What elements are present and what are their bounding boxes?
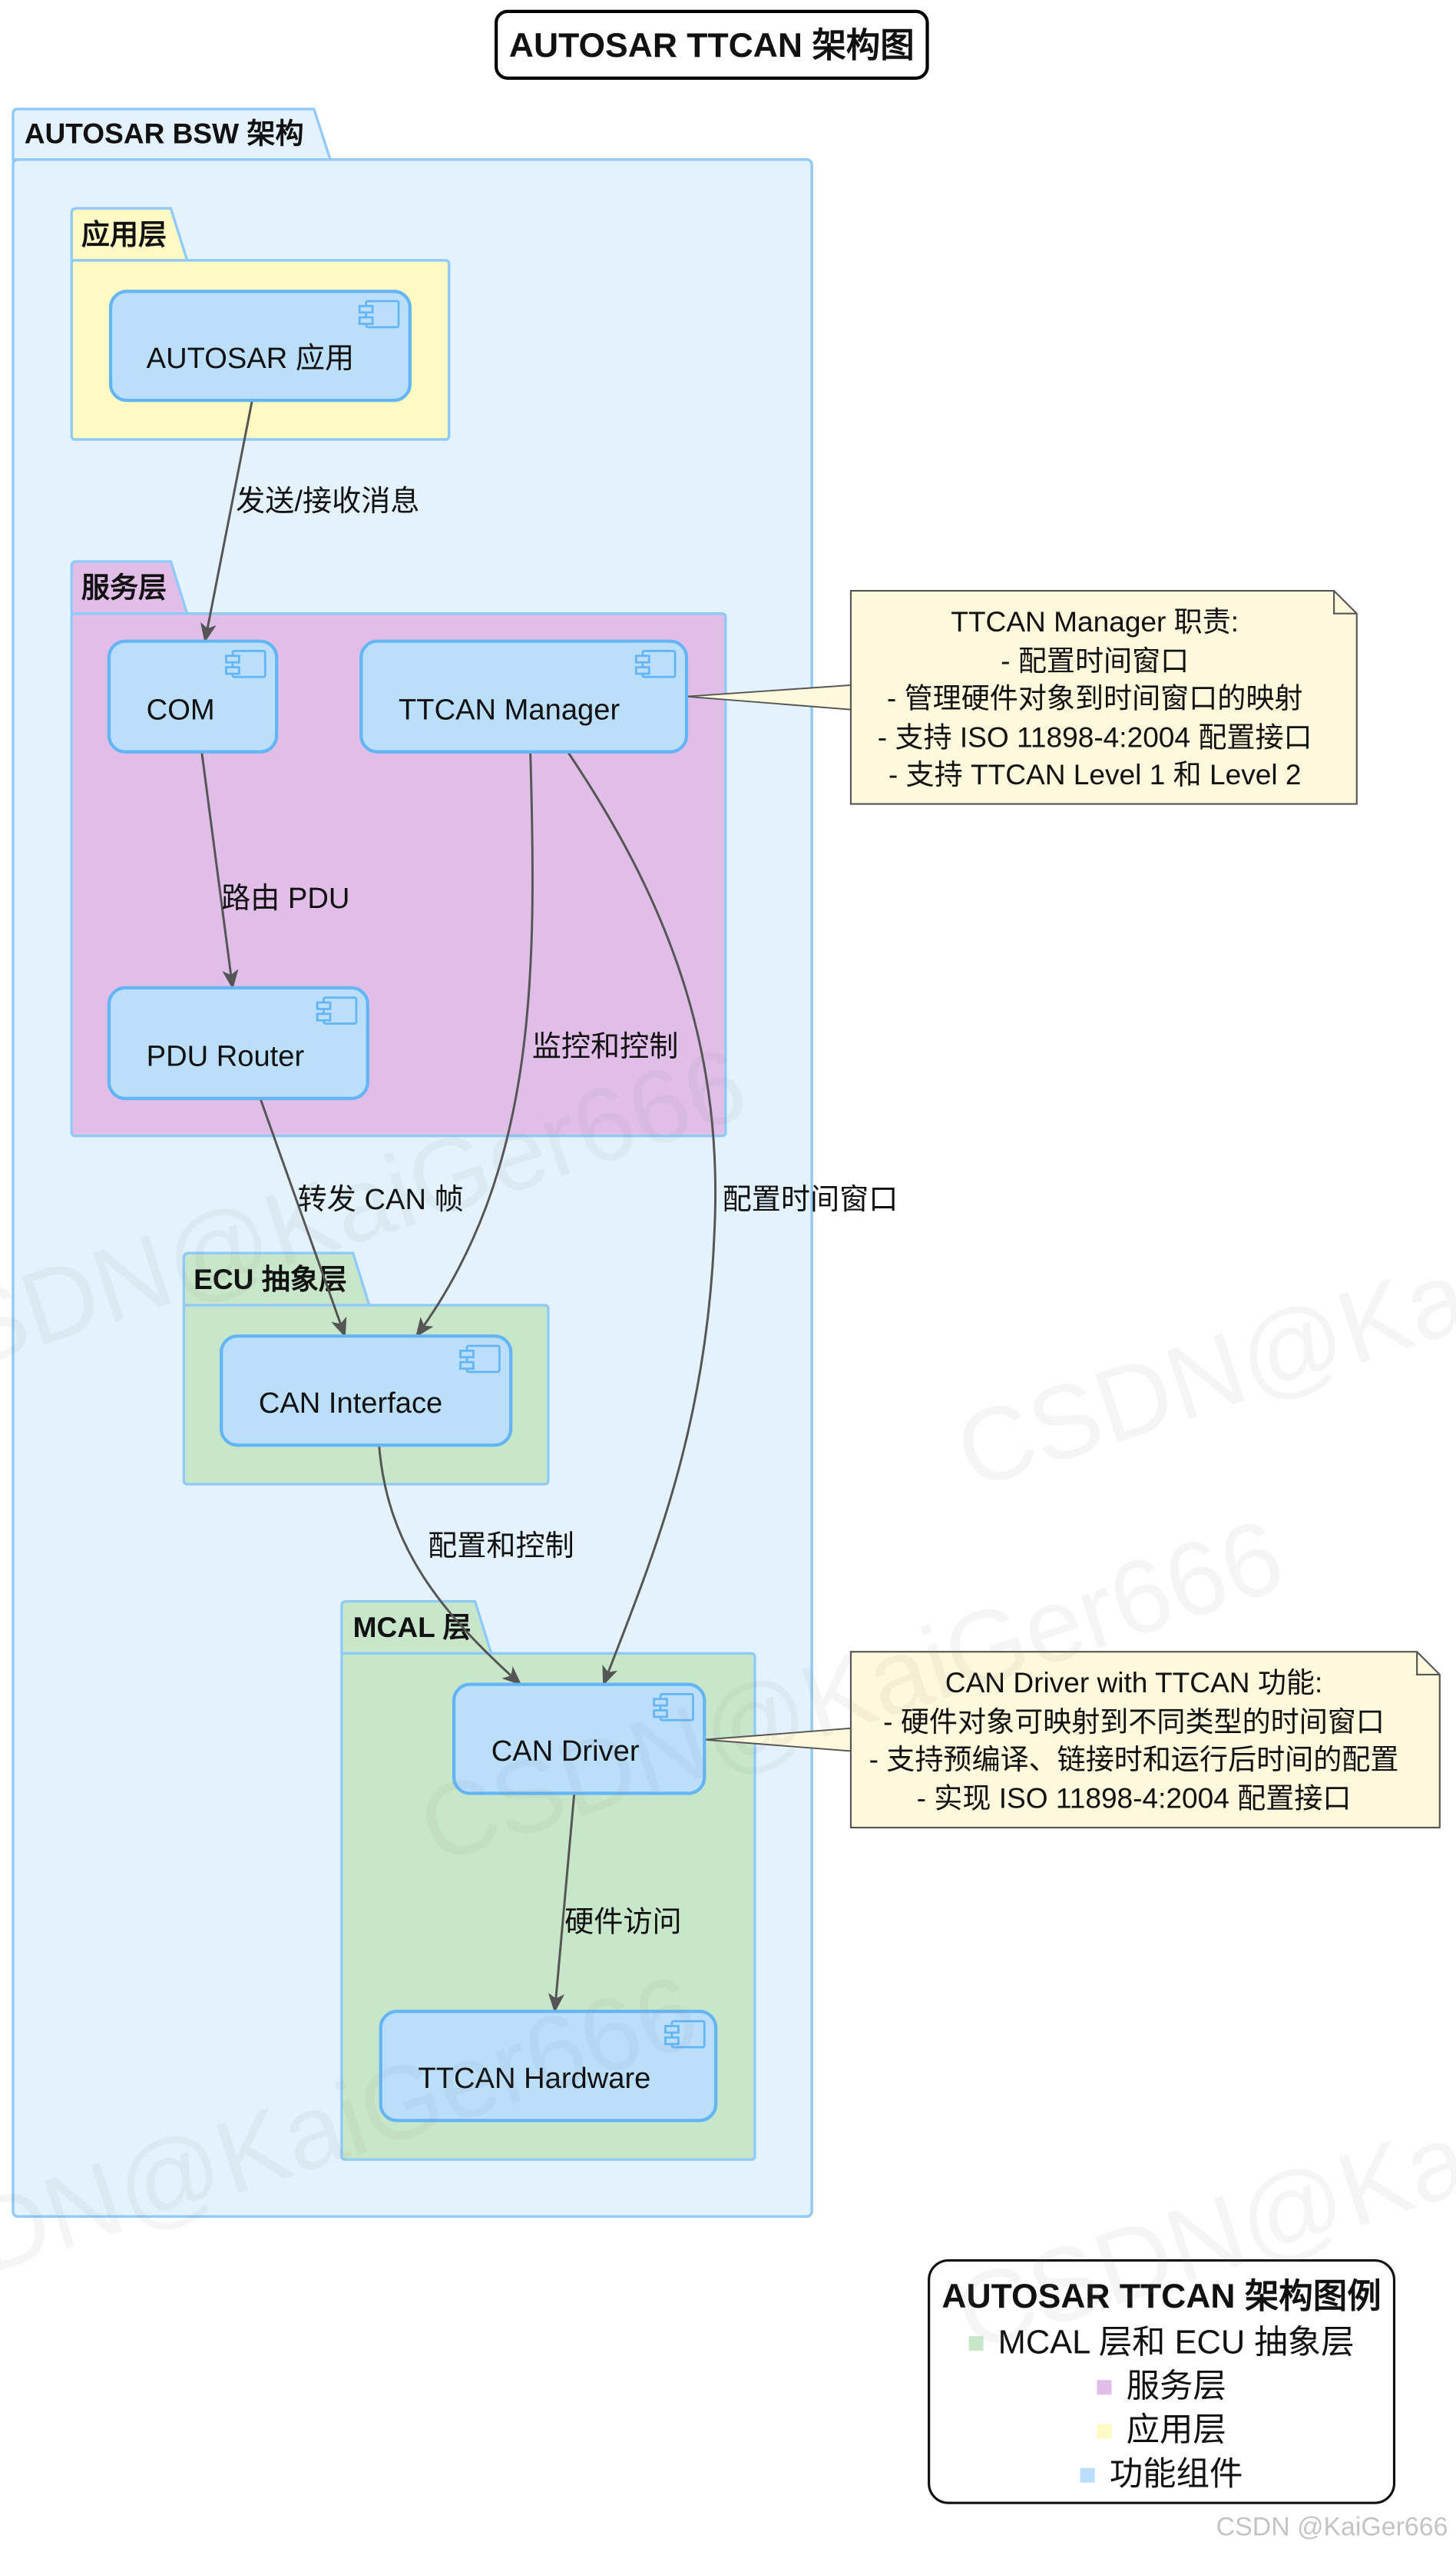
component-label: AUTOSAR 应用: [147, 342, 354, 375]
edges: 发送/接收消息 路由 PDU 转发 CAN 帧 监控和控制 配置时间窗口 配置和…: [200, 399, 898, 2013]
note-line: - 支持 TTCAN Level 1 和 Level 2: [888, 758, 1302, 790]
component-label: CAN Driver: [491, 1735, 640, 1768]
title-frame: [495, 9, 929, 80]
package-tab: [70, 560, 189, 615]
component-icon: [459, 1344, 501, 1374]
component-can-driver: CAN Driver: [452, 1682, 706, 1795]
package-tab: [70, 207, 189, 262]
arrow-can-interface-to-can-driver: [378, 1445, 522, 1686]
edge-label-can-interface-to-can-driver: 配置和控制: [428, 1529, 574, 1562]
component-label: TTCAN Manager: [399, 693, 620, 726]
component-icon: [634, 650, 677, 678]
edge-label-ttcan-manager-to-can-driver: 配置时间窗口: [723, 1183, 898, 1216]
note-frame: [849, 589, 1358, 805]
arrow-com-to-pdu-router: [200, 751, 239, 990]
note-fold: [1333, 591, 1357, 615]
edge-label-ttcan-manager-to-can-interface: 监控和控制: [532, 1030, 679, 1063]
legend-frame: [928, 2258, 1396, 2504]
legend-title: AUTOSAR TTCAN 架构图例: [941, 2278, 1381, 2315]
component-box: [359, 639, 689, 754]
arrow-pdu-router-to-can-interface: [259, 1098, 347, 1338]
note-line: - 实现 ISO 11898-4:2004 配置接口: [917, 1782, 1352, 1814]
note-fold: [1416, 1652, 1440, 1675]
note-line: - 管理硬件对象到时间窗口的映射: [887, 682, 1303, 714]
legend-label: 应用层: [1127, 2412, 1226, 2449]
legend-item: 服务层: [1097, 2368, 1226, 2404]
component-icon: [358, 300, 400, 329]
package-tab: [340, 1599, 494, 1655]
legend-item: 功能组件: [1080, 2456, 1243, 2493]
component-label: COM: [147, 693, 215, 726]
legend-item: 应用层: [1097, 2412, 1226, 2449]
note-line: - 配置时间窗口: [1001, 645, 1189, 677]
legend-swatch: [1097, 2424, 1112, 2439]
package-label: 应用层: [81, 218, 167, 250]
edge-label-pdu-router-to-can-interface: 转发 CAN 帧: [298, 1183, 464, 1216]
component-label: TTCAN Hardware: [418, 2062, 650, 2095]
package-label: AUTOSAR BSW 架构: [25, 117, 304, 149]
arrow-ttcan-manager-to-can-driver: [567, 751, 717, 1686]
component-label: PDU Router: [147, 1040, 305, 1073]
legend-item: MCAL 层和 ECU 抽象层: [968, 2324, 1355, 2361]
legend-swatch: [1080, 2467, 1095, 2483]
arrow-application-to-com: [200, 399, 253, 643]
component-can-interface: CAN Interface: [219, 1334, 513, 1447]
component-box: [452, 1682, 706, 1795]
note-line: CAN Driver with TTCAN 功能:: [945, 1666, 1322, 1698]
note-line: - 硬件对象可映射到不同类型的时间窗口: [883, 1705, 1385, 1738]
legend-label: MCAL 层和 ECU 抽象层: [998, 2324, 1355, 2361]
component-icon: [653, 1692, 694, 1722]
component-ttcan-hardware: TTCAN Hardware: [379, 2010, 718, 2123]
edge-label-application-to-com: 发送/接收消息: [236, 485, 419, 518]
component-icon: [225, 650, 266, 678]
legend: AUTOSAR TTCAN 架构图例 MCAL 层和 ECU 抽象层 服务层 应…: [928, 2258, 1396, 2504]
component-icon: [316, 996, 358, 1025]
note-frame: [849, 1651, 1441, 1829]
legend-label: 功能组件: [1110, 2456, 1243, 2493]
legend-swatch: [968, 2336, 984, 2351]
component-box: [107, 986, 369, 1101]
component-ttcan-manager: TTCAN Manager: [359, 639, 689, 754]
component-autosar-application: AUTOSAR 应用: [108, 290, 412, 403]
note-line: TTCAN Manager 职责:: [951, 605, 1239, 638]
package-label: MCAL 层: [353, 1611, 472, 1643]
component-pdu-router: PDU Router: [107, 986, 369, 1101]
title-text: AUTOSAR TTCAN 架构图: [509, 27, 915, 65]
note-ttcan-manager: TTCAN Manager 职责: - 配置时间窗口 - 管理硬件对象到时间窗口…: [849, 589, 1358, 805]
component-box: [219, 1334, 513, 1447]
component-box: [379, 2010, 718, 2123]
note-line: - 支持 ISO 11898-4:2004 配置接口: [878, 721, 1312, 753]
package-tab: [182, 1251, 372, 1307]
package-label: 服务层: [81, 571, 167, 603]
component-com: COM: [107, 639, 279, 754]
arrow-can-driver-to-ttcan-hardware: [548, 1793, 576, 2013]
edge-label-com-to-pdu-router: 路由 PDU: [221, 882, 349, 915]
legend-label: 服务层: [1127, 2368, 1226, 2404]
component-icon: [664, 2020, 706, 2049]
watermark-corner: CSDN @KaiGer666: [1216, 2513, 1448, 2542]
component-label: CAN Interface: [259, 1387, 442, 1420]
legend-swatch: [1097, 2380, 1112, 2395]
note-can-driver: CAN Driver with TTCAN 功能: - 硬件对象可映射到不同类型…: [849, 1651, 1441, 1829]
diagram-title: AUTOSAR TTCAN 架构图: [495, 9, 929, 80]
edge-label-can-driver-to-ttcan-hardware: 硬件访问: [564, 1906, 682, 1939]
note-line: - 支持预编译、链接时和运行后时间的配置: [869, 1743, 1399, 1775]
package-tab: [12, 108, 333, 161]
arrow-ttcan-manager-to-can-interface: [415, 751, 534, 1337]
watermark-tile: CSDN@KaiGer666: [943, 1122, 1456, 1511]
component-box: [108, 290, 412, 403]
